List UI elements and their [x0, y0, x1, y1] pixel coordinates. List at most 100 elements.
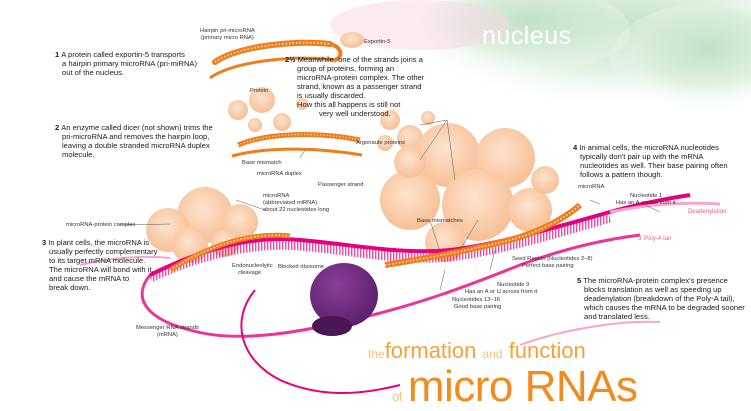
hairpin-rna — [209, 32, 364, 80]
polya-label: 3' Poly-A tail — [638, 236, 671, 242]
nucleus-glow — [330, 0, 510, 50]
title-word-formation: formation — [384, 338, 477, 363]
step-2-5-line-3: microRNA-protein complex. The other — [297, 73, 425, 82]
microrna-duplex-label: microRNA duplex — [257, 171, 302, 177]
step-5-line-1: The microRNA-protein complex's presence — [583, 276, 728, 285]
step-2-number: 2 — [55, 123, 60, 132]
step-5-line-2: blocks translation as well as speeding u… — [584, 285, 722, 294]
microrna-label-sub2: about 22 nucleotides long — [263, 207, 330, 213]
step-3-line-4: The microRNA will bond with it, — [49, 265, 154, 274]
step-3-line-6: break down. — [49, 283, 91, 292]
step-2-5-line-6: How this all happens is still not — [297, 100, 401, 109]
seed-region-sub: Perfect base pairing — [522, 263, 574, 269]
step-2-5-line-1: Meanwhile, one of the strands joins a — [297, 55, 423, 64]
base-mismatch-label: Base mismatch — [242, 160, 282, 166]
title-word-function: function — [508, 338, 586, 363]
exportin-label: Exportin-5 — [364, 39, 391, 45]
endonucleolytic-label-2: cleavage — [238, 270, 262, 276]
microrna-duplex-strand — [231, 132, 363, 158]
microrna-label-title: microRNA — [263, 193, 290, 199]
step-4-number: 4 — [573, 143, 578, 152]
endonucleolytic-label: Endonucleolytic cleavage — [232, 263, 273, 277]
step-4-line-1: In animal cells, the microRNA nucleotide… — [579, 143, 719, 152]
messenger-rna-label-2: (mRNA) — [156, 332, 178, 338]
step-2-5-line-5: is usually discarded. — [297, 91, 366, 100]
base-mismatches-label: Base mismatches — [417, 218, 463, 224]
step-3-number: 3 — [42, 238, 47, 247]
passenger-strand-label: Passenger strand — [318, 182, 364, 188]
microrna-label-sub1: (abbreviated miRNA) — [263, 200, 318, 206]
messenger-rna-label: Messenger RNA strands (mRNA) — [136, 325, 199, 339]
step-2-line-3: leaving a double stranded microRNA duple… — [62, 141, 210, 150]
step-5-line-4: which causes the mRNA to be degraded soo… — [584, 303, 745, 312]
title-word-the: the — [368, 347, 385, 361]
blocked-ribosome — [310, 263, 378, 336]
nucleotide-9-label: Nucleotide 9 — [497, 282, 529, 289]
title-line-1: theformation and function — [368, 338, 586, 364]
step-3-line-3: to its target mRNA molecule. — [49, 256, 146, 265]
step-5-line-5: and translated less. — [584, 312, 650, 321]
microrna-strand-right — [384, 202, 582, 268]
dicer-proteins — [228, 87, 308, 132]
step-4-line-2: typically don't pair up with the mRNA — [580, 152, 704, 161]
hairpin-label: Hairpin pri-microRNA (primary micro RNA) — [200, 28, 255, 42]
endonucleolytic-label-1: Endonucleolytic — [232, 263, 273, 269]
microrna-right-label: microRNA — [578, 184, 605, 190]
title-word-and: and — [482, 347, 503, 361]
title-line-2: of micro RNAs — [392, 362, 638, 411]
step-2-line-1: An enzyme called dicer (not shown) trims… — [61, 123, 213, 132]
hairpin-label-sub: (primary micro RNA) — [200, 35, 254, 41]
leader-lines — [117, 119, 661, 291]
step-2-5-line-7: very well understood. — [319, 109, 391, 118]
nucleotide-1-title: Nucleotide 1 — [630, 193, 663, 199]
title-main: micro RNAs — [407, 362, 638, 411]
seed-region-label: Seed Region (Nucleotides 2–8) Perfect ba… — [512, 256, 593, 270]
step-2-line-4: molecule. — [62, 150, 95, 159]
nucleotide-1-label: Nucleotide 1 Has an A across from it — [616, 193, 676, 207]
step-1-line-2: a hairpin primary microRNA (pri-miRNA) — [62, 59, 198, 68]
deadenylation-label: Deadenylation — [688, 209, 727, 215]
blocked-ribosome-label: Blocked ribosome — [278, 264, 325, 270]
protein-complex-left — [146, 187, 258, 263]
argonaute-proteins-top — [377, 110, 435, 151]
step-2-5-line-4: strand, known as a passenger strand — [297, 82, 422, 91]
argonaute-label: Argonaute proteins — [356, 140, 405, 146]
microrna-label: microRNA (abbreviated miRNA) about 22 nu… — [263, 193, 329, 214]
step-4-line-3: nucleotides as well. Their base pairing … — [580, 161, 728, 170]
step-5-number: 5 — [577, 276, 582, 285]
messenger-rna-label-1: Messenger RNA strands — [136, 325, 199, 331]
step-2-5-line-2: group of proteins, forming an — [297, 64, 395, 73]
exportin-blob — [340, 32, 364, 48]
nucleotides-13-16-sub: Good base pairing — [454, 304, 502, 310]
step-3-line-5: and cause the mRNA to — [49, 274, 130, 283]
title-word-of: of — [392, 389, 402, 404]
step-5-line-3: deadenylation (breakdown of the Poly-A t… — [584, 294, 735, 303]
seed-region-title: Seed Region (Nucleotides 2–8) — [512, 256, 593, 262]
complex-label: microRNA-protein complex — [66, 222, 136, 228]
nucleotides-13-16-title: Nucleotides 13–16 — [452, 297, 501, 303]
nucleotide-9-sub-label: Has an A or U across from it — [465, 289, 538, 295]
argonaute-cluster-right — [380, 123, 559, 262]
nucleotide-1-sub: Has an A across from it — [616, 200, 676, 206]
step-1-line-3: out of the nucleus. — [62, 68, 125, 77]
step-2-5-number: 2½ — [285, 55, 296, 64]
step-4-line-4: follows a pattern though. — [580, 170, 663, 179]
step-1-number: 1 — [55, 50, 60, 59]
nucleotides-13-16-label: Nucleotides 13–16 Good base pairing — [452, 297, 501, 311]
step-3-line-1: In plant cells, the microRNA is — [48, 238, 150, 247]
nucleotide-9-title: Nucleotide 9 — [497, 282, 530, 288]
